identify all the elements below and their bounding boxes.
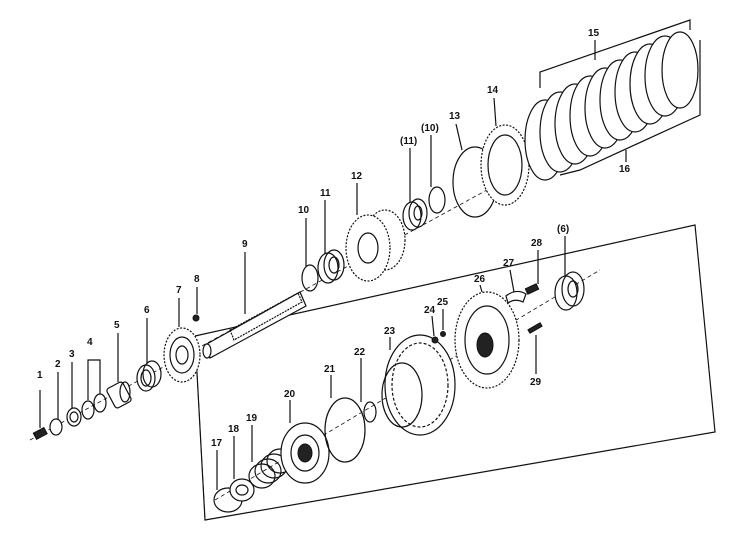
callout-9: 9: [242, 239, 248, 250]
part-29-pin: [527, 322, 543, 374]
callout-6-paren: (6): [557, 224, 569, 235]
callout-23: 23: [384, 326, 396, 337]
part-6-bearing: [136, 318, 162, 392]
part-18-washer: [229, 436, 255, 502]
callout-15: 15: [588, 28, 600, 39]
callout-4: 4: [87, 337, 93, 348]
callout-10-paren: (10): [421, 123, 439, 134]
part-1-bolt: [32, 390, 48, 441]
callout-29: 29: [530, 377, 542, 388]
part-5-bearing: [106, 333, 132, 409]
part-26-hub-gear: [454, 284, 520, 389]
callout-11-paren: (11): [400, 136, 417, 147]
callout-18: 18: [228, 424, 240, 435]
part-6p-bearing: [554, 236, 585, 311]
part-4-rings: [81, 359, 107, 420]
part-12-gear: [345, 183, 406, 282]
callout-1: 1: [37, 370, 43, 381]
part-27-clip: [505, 269, 527, 304]
part-23-clutch-drum: [381, 334, 456, 436]
callout-27: 27: [503, 258, 515, 269]
callout-12: 12: [351, 171, 363, 182]
part-9-shaft: [202, 252, 307, 359]
part-8-pin: [192, 287, 200, 322]
callout-22: 22: [354, 347, 366, 358]
callout-6: 6: [144, 305, 150, 316]
callout-3: 3: [69, 349, 75, 360]
part-15-16-clutch-pack: [524, 19, 701, 181]
part-20-piston: [280, 400, 330, 484]
part-10-snap-ring: [301, 218, 319, 292]
part-14-gear-ring: [480, 97, 530, 206]
callout-8: 8: [194, 274, 200, 285]
callout-14: 14: [487, 85, 499, 96]
callout-21: 21: [324, 364, 336, 375]
callout-7: 7: [176, 285, 182, 296]
callout-28: 28: [531, 238, 543, 249]
assembly-frame: [194, 224, 716, 521]
part-3-ring: [66, 362, 82, 427]
part-24-25-pins: [431, 309, 446, 344]
part-7-gear: [163, 298, 201, 383]
part-10p-snap-ring: [428, 135, 446, 214]
callout-25: 25: [437, 297, 449, 308]
callout-17: 17: [211, 438, 223, 449]
callout-16: 16: [619, 164, 631, 175]
callout-19: 19: [246, 413, 258, 424]
callout-11: 11: [320, 188, 331, 199]
part-28-bolt: [524, 250, 540, 295]
callout-2: 2: [55, 359, 61, 370]
part-11p-bearing: [402, 148, 428, 231]
part-21-o-ring: [324, 375, 366, 463]
part-22-small-ring: [360, 358, 377, 423]
callout-5: 5: [114, 320, 120, 331]
part-11-bearing: [317, 200, 345, 284]
callout-10: 10: [298, 205, 310, 216]
callout-20: 20: [284, 389, 296, 400]
callout-24: 24: [424, 305, 436, 316]
callout-26: 26: [474, 274, 486, 285]
part-2-washer: [49, 372, 63, 436]
callout-13: 13: [449, 111, 461, 122]
